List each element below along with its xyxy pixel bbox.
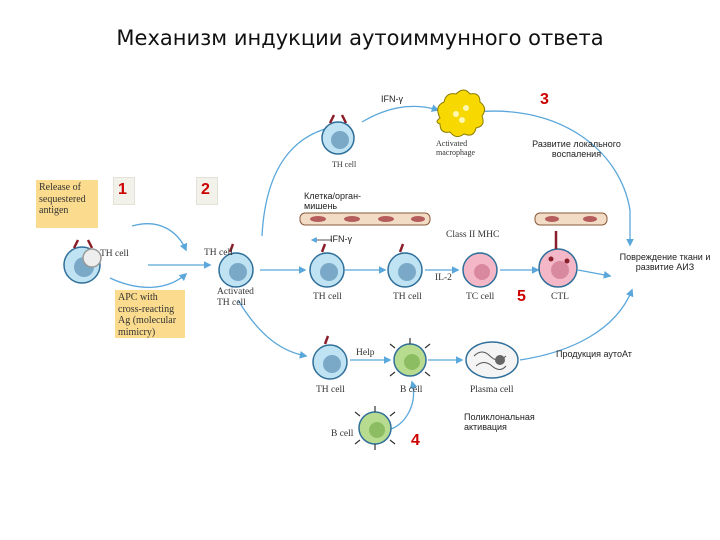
help-label: Help [356,348,375,358]
number-4: 4 [411,432,420,449]
target-label: Клетка/орган-мишень [304,191,362,212]
number-5: 5 [517,288,526,305]
damage-label: Повреждение ткани и развитие АИЗ [619,252,711,273]
plasma-cell-label: Plasma cell [470,385,514,395]
b-cell-mid-label: B cell [400,385,423,395]
th-cell-row-b [387,243,423,288]
arrow-macrophage-to-inflammation [474,110,634,247]
th-bottom-label: TH cell [316,385,345,395]
tc-cell [462,252,498,288]
class2-mhc-label: Class II MHC [446,230,500,240]
release-antigen-box: Release of sequestered antigen [36,180,98,228]
th-row-a-label: TH cell [313,292,342,302]
arrow-polyclonal [387,380,418,431]
flow-arrows [109,104,634,431]
arrow-to-macrophage [361,104,440,123]
ctl-cell [538,231,578,288]
number-1: 1 [118,181,127,198]
th-mid-label: TH cell [204,248,233,258]
number-badge-1-bg [113,177,135,205]
th-cell-bottom [312,335,348,380]
b-cell-mid [389,338,431,377]
ifn-top-label: IFN-γ [381,94,403,104]
th-cell-mid [218,243,254,288]
arrow-plasma-to-autoab [519,288,634,361]
th-cell-top [321,114,355,155]
target-tissue-band-right [534,212,608,226]
number-3: 3 [540,91,549,108]
ifn-mid-label: IFN-γ [330,234,352,244]
target-tissue-band-left [299,212,431,226]
autoab-label: Продукция аутоАт [556,349,632,359]
number-2: 2 [201,181,210,198]
th-top-label: TH cell [332,160,357,169]
arrow-ctl-to-damage [577,269,612,279]
b-cell-low-label: B cell [331,429,354,439]
th-row-b-label: TH cell [393,292,422,302]
apc-cell [82,248,102,268]
polyclonal-label: Поликлональная активация [464,412,535,433]
il2-label: IL-2 [435,273,452,283]
local-inflammation-label: Развитие локального воспаления [532,139,621,160]
arrow-to-lower-th [237,299,308,359]
arrow-release [131,223,188,252]
th-cell-row-a [309,243,345,288]
macrophage-cell [436,89,486,138]
number-badge-2-bg [196,177,218,205]
plasma-cell [465,341,519,379]
ctl-label: CTL [551,292,569,302]
th-left-label: TH cell [100,249,129,259]
arrow-apc-to-th [109,272,188,288]
activated-th-label: Activated TH cell [217,287,254,308]
b-cell-low [354,406,396,450]
apc-cross-reacting-box: APC with cross-reacting Ag (molecular mi… [115,290,185,338]
tc-cell-label: TC cell [466,292,495,302]
macrophage-label: Activated macrophage [436,139,476,158]
diagram-title: Механизм индукции аутоиммунного ответа [116,26,604,50]
